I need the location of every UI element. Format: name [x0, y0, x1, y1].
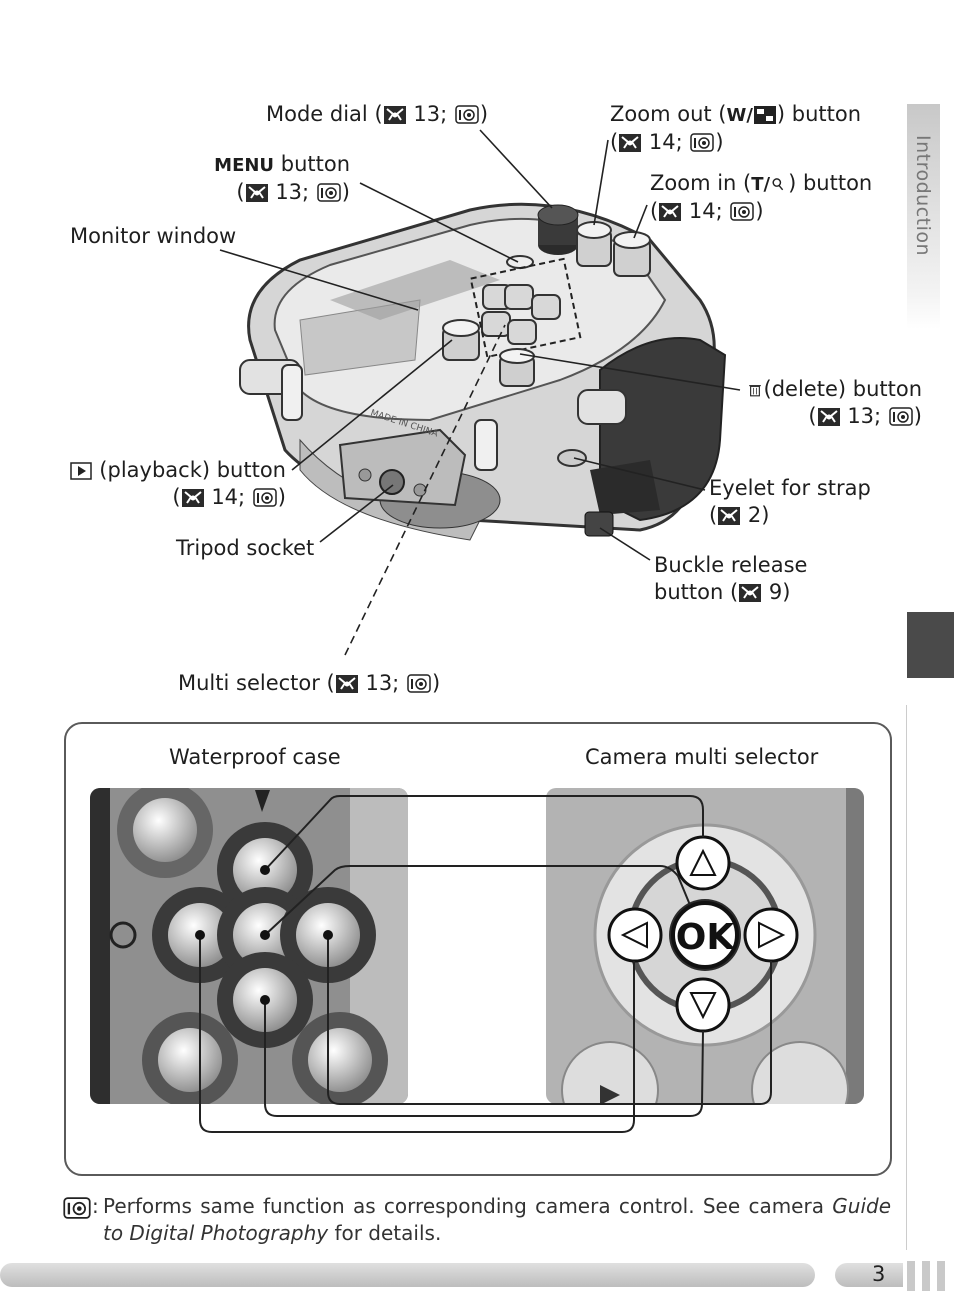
buckle-release-label: Buckle release button ( 9) — [654, 553, 808, 604]
delete-button-label: (delete) button ( 13; ) — [700, 376, 922, 430]
camera-multi-selector-title: Camera multi selector — [585, 745, 819, 769]
ok-button-label: OK — [676, 917, 736, 958]
playback-button-label: (playback) button ( 14; ) — [60, 457, 286, 511]
magnifier-icon — [772, 178, 784, 191]
chapter-tab-label: Introduction — [912, 135, 934, 257]
page-number: 3 — [872, 1262, 886, 1286]
chapter-tab — [907, 104, 940, 329]
tripod-socket-label: Tripod socket — [176, 536, 315, 560]
footer-bar — [0, 1263, 815, 1287]
thumbnail-icon — [753, 106, 776, 124]
page-number-tab — [835, 1263, 903, 1287]
monitor-window-label: Monitor window — [70, 224, 237, 248]
camera-case-illustration: MADE IN CHINA — [219, 129, 741, 656]
chapter-tab-marker — [907, 612, 954, 678]
menu-button-label: MENU button ( 13; ) — [214, 152, 350, 204]
mode-dial-label: Mode dial ( 13; ) — [266, 102, 489, 126]
margin-rule — [906, 705, 907, 1250]
zoom-out-label: Zoom out (W/) button ( 14; ) — [610, 102, 862, 154]
multi-selector-comparison: OK — [90, 788, 864, 1133]
footer-stripe — [907, 1261, 915, 1291]
footnote-text: Performs same function as corresponding … — [103, 1194, 891, 1245]
multi-selector-label: Multi selector ( 13; ) — [178, 671, 441, 695]
footer-stripe — [922, 1261, 930, 1291]
footnote-separator: : — [92, 1194, 99, 1218]
comparison-panel — [64, 722, 892, 1176]
zoom-in-label: Zoom in (T/) button ( 14; ) — [650, 171, 873, 223]
play-icon — [69, 462, 92, 480]
camera-guide-icon — [63, 1197, 91, 1219]
waterproof-case-title: Waterproof case — [169, 745, 341, 769]
trash-icon — [748, 385, 761, 397]
footer-stripe — [937, 1261, 945, 1291]
eyelet-label: Eyelet for strap ( 2) — [709, 476, 871, 527]
